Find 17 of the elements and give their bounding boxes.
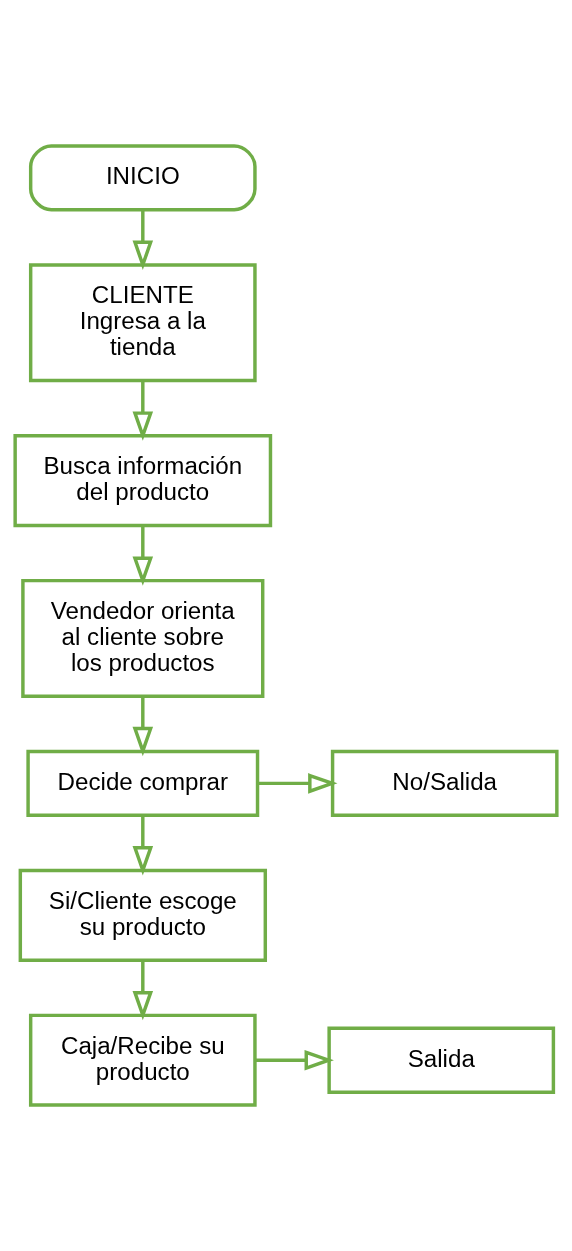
- node-box: Salida: [327, 1026, 556, 1094]
- node-box: CLIENTE Ingresa a la tienda: [28, 263, 257, 383]
- arrow: [132, 696, 154, 757]
- arrow: [132, 815, 154, 876]
- arrow: [132, 526, 154, 586]
- node-box: No/Salida: [330, 749, 559, 817]
- node-box: Busca información del producto: [13, 434, 273, 528]
- node-box: INICIO: [28, 144, 257, 212]
- node-box: Decide comprar: [26, 749, 260, 817]
- arrow: [132, 960, 154, 1021]
- arrow: [132, 380, 154, 441]
- arrow: [132, 210, 154, 270]
- node-box: Caja/Recibe su producto: [28, 1013, 257, 1107]
- node-box: Vendedor orienta al cliente sobre los productos: [21, 578, 265, 698]
- arrow: [257, 773, 338, 794]
- arrow: [255, 1049, 334, 1071]
- node-box: Si/Cliente escoge su producto: [18, 868, 268, 962]
